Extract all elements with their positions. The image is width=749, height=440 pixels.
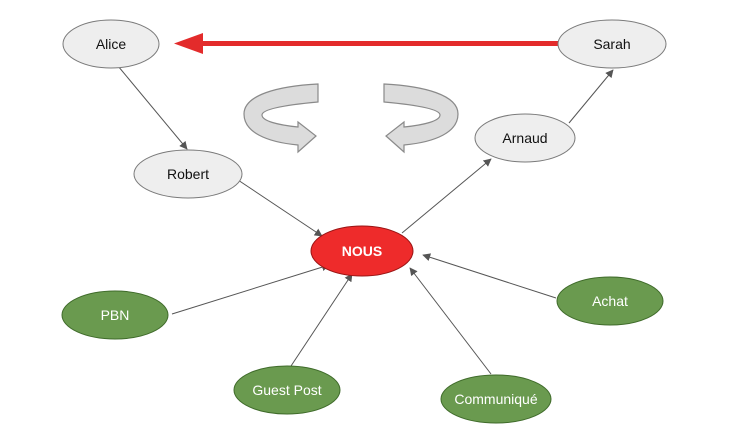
node-guest-post-label: Guest Post <box>252 382 321 398</box>
edge-robert-nous <box>237 179 323 237</box>
edge-achat-nous <box>422 253 557 299</box>
node-achat: Achat <box>556 276 664 326</box>
edge-nous-arnaud <box>401 158 492 234</box>
rotate-counterclockwise-icon <box>383 83 459 154</box>
node-nous: NOUS <box>310 225 414 277</box>
edge-communique-nous <box>409 267 492 375</box>
highlight-arrow-shaft <box>200 41 558 46</box>
node-communique-label: Communiqué <box>454 391 537 407</box>
highlight-arrow-head <box>174 33 203 54</box>
node-achat-label: Achat <box>592 293 628 309</box>
node-nous-label: NOUS <box>342 243 382 259</box>
edge-alice-robert <box>117 65 188 150</box>
node-robert-label: Robert <box>167 166 209 182</box>
node-sarah-label: Sarah <box>593 36 630 52</box>
node-alice: Alice <box>62 19 160 69</box>
rotate-clockwise-icon <box>243 83 319 154</box>
node-arnaud-label: Arnaud <box>502 130 547 146</box>
node-guest-post: Guest Post <box>233 365 341 415</box>
node-pbn-label: PBN <box>101 307 130 323</box>
node-arnaud: Arnaud <box>474 113 576 163</box>
edge-guestpost-nous <box>290 273 353 367</box>
highlight-arrow-sarah-alice <box>174 33 558 54</box>
node-communique: Communiqué <box>440 374 552 424</box>
edge-arnaud-sarah <box>568 69 614 124</box>
edge-pbn-nous <box>171 263 330 315</box>
node-robert: Robert <box>133 149 243 199</box>
node-pbn: PBN <box>61 290 169 340</box>
node-alice-label: Alice <box>96 36 127 52</box>
node-sarah: Sarah <box>557 19 667 69</box>
